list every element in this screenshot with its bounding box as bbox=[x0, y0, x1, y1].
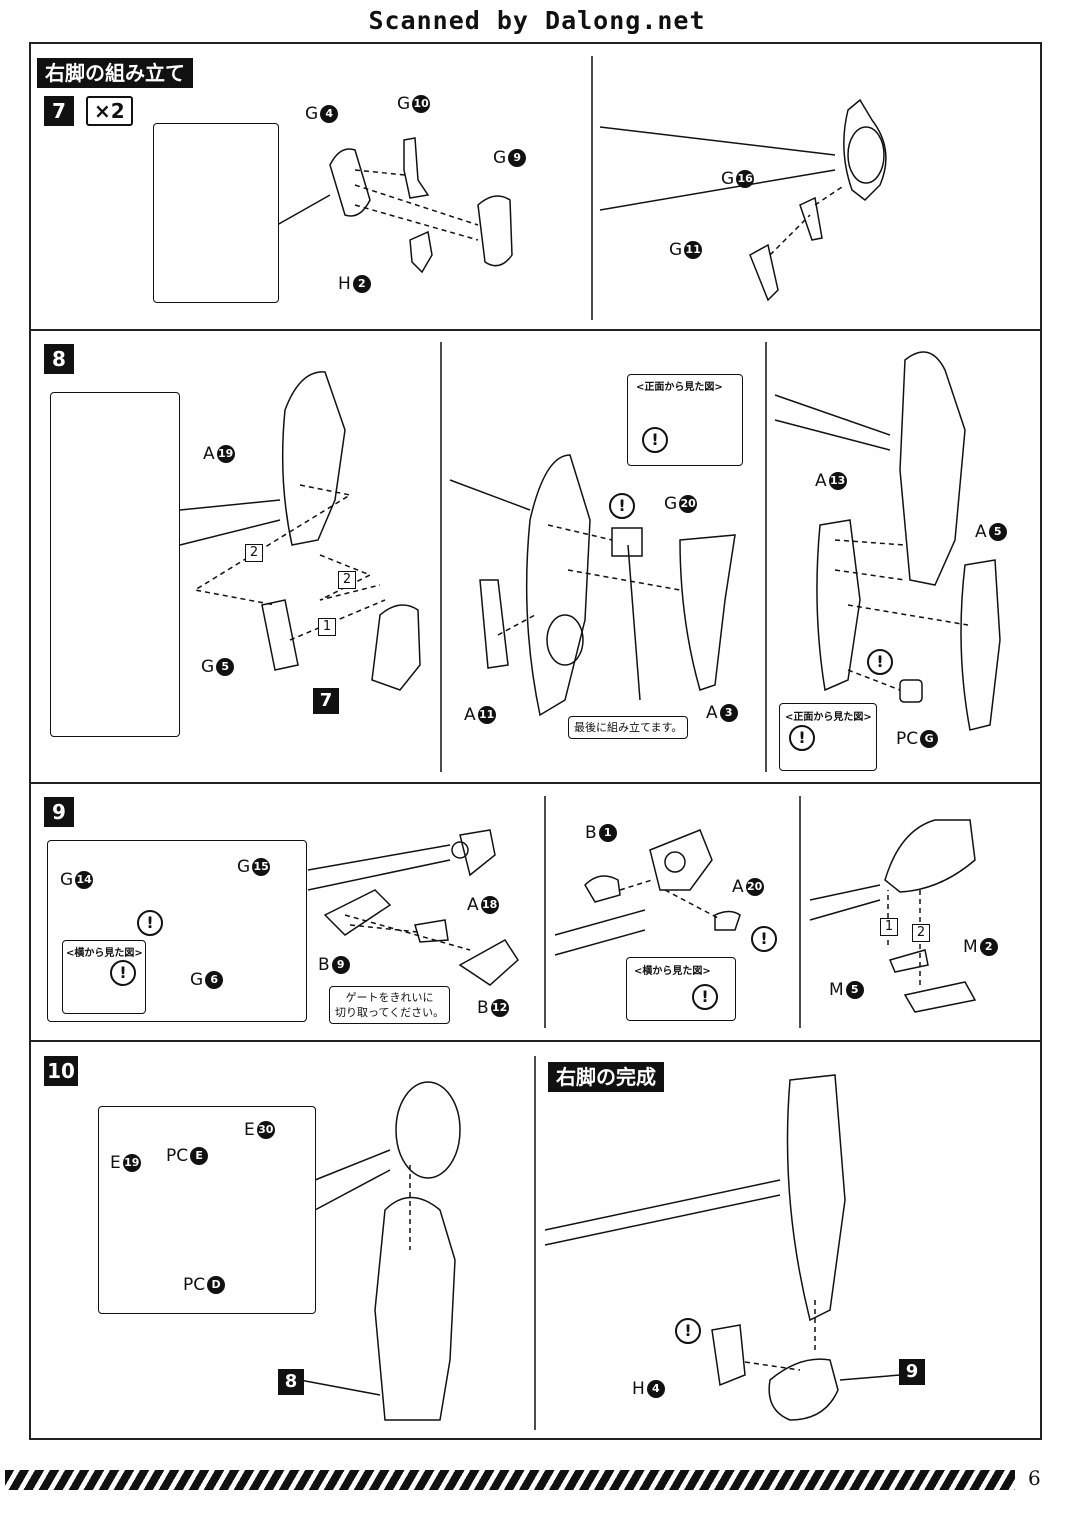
divider bbox=[29, 329, 1042, 331]
step-7-number: 7 bbox=[44, 96, 74, 126]
order-number: 2 bbox=[245, 544, 263, 562]
step-10-number: 10 bbox=[44, 1056, 78, 1086]
warning-icon: ! bbox=[789, 725, 815, 751]
divider bbox=[29, 782, 1042, 784]
detail-inset bbox=[50, 392, 180, 737]
warning-icon: ! bbox=[609, 493, 635, 519]
warning-icon: ! bbox=[137, 910, 163, 936]
detail-panel bbox=[98, 1106, 316, 1314]
warning-icon: ! bbox=[692, 984, 718, 1010]
ref-step-8: 8 bbox=[278, 1369, 304, 1395]
divider bbox=[29, 1040, 1042, 1042]
warning-icon: ! bbox=[642, 427, 668, 453]
warning-icon: ! bbox=[110, 960, 136, 986]
front-view-title: <正面から見た図> bbox=[636, 378, 723, 393]
order-number: 1 bbox=[318, 618, 336, 636]
side-view-title: <横から見た図> bbox=[66, 944, 143, 959]
instruction-frame bbox=[29, 42, 1042, 1440]
warning-icon: ! bbox=[675, 1318, 701, 1344]
order-number: 2 bbox=[912, 924, 930, 942]
footer-stripes bbox=[5, 1470, 1015, 1490]
gate-note: ゲートをきれいに切り取ってください。 bbox=[329, 986, 451, 1024]
section-title-right-leg-complete: 右脚の完成 bbox=[548, 1062, 664, 1092]
front-view-title: <正面から見た図> bbox=[785, 708, 872, 723]
scan-credit: Scanned by Dalong.net bbox=[368, 6, 706, 35]
detail-inset bbox=[153, 123, 279, 303]
step-9-number: 9 bbox=[44, 797, 74, 827]
warning-icon: ! bbox=[867, 649, 893, 675]
assemble-last-note: 最後に組み立てます。 bbox=[568, 716, 689, 739]
multiplier-badge: ×2 bbox=[86, 96, 133, 126]
side-view-title: <横から見た図> bbox=[634, 962, 711, 977]
page-number: 6 bbox=[1028, 1466, 1041, 1490]
section-title-right-leg-assembly: 右脚の組み立て bbox=[37, 58, 193, 88]
warning-icon: ! bbox=[751, 926, 777, 952]
ref-step-9: 9 bbox=[899, 1359, 925, 1385]
order-number: 2 bbox=[338, 571, 356, 589]
ref-step-7: 7 bbox=[313, 688, 339, 714]
step-8-number: 8 bbox=[44, 344, 74, 374]
order-number: 1 bbox=[880, 918, 898, 936]
